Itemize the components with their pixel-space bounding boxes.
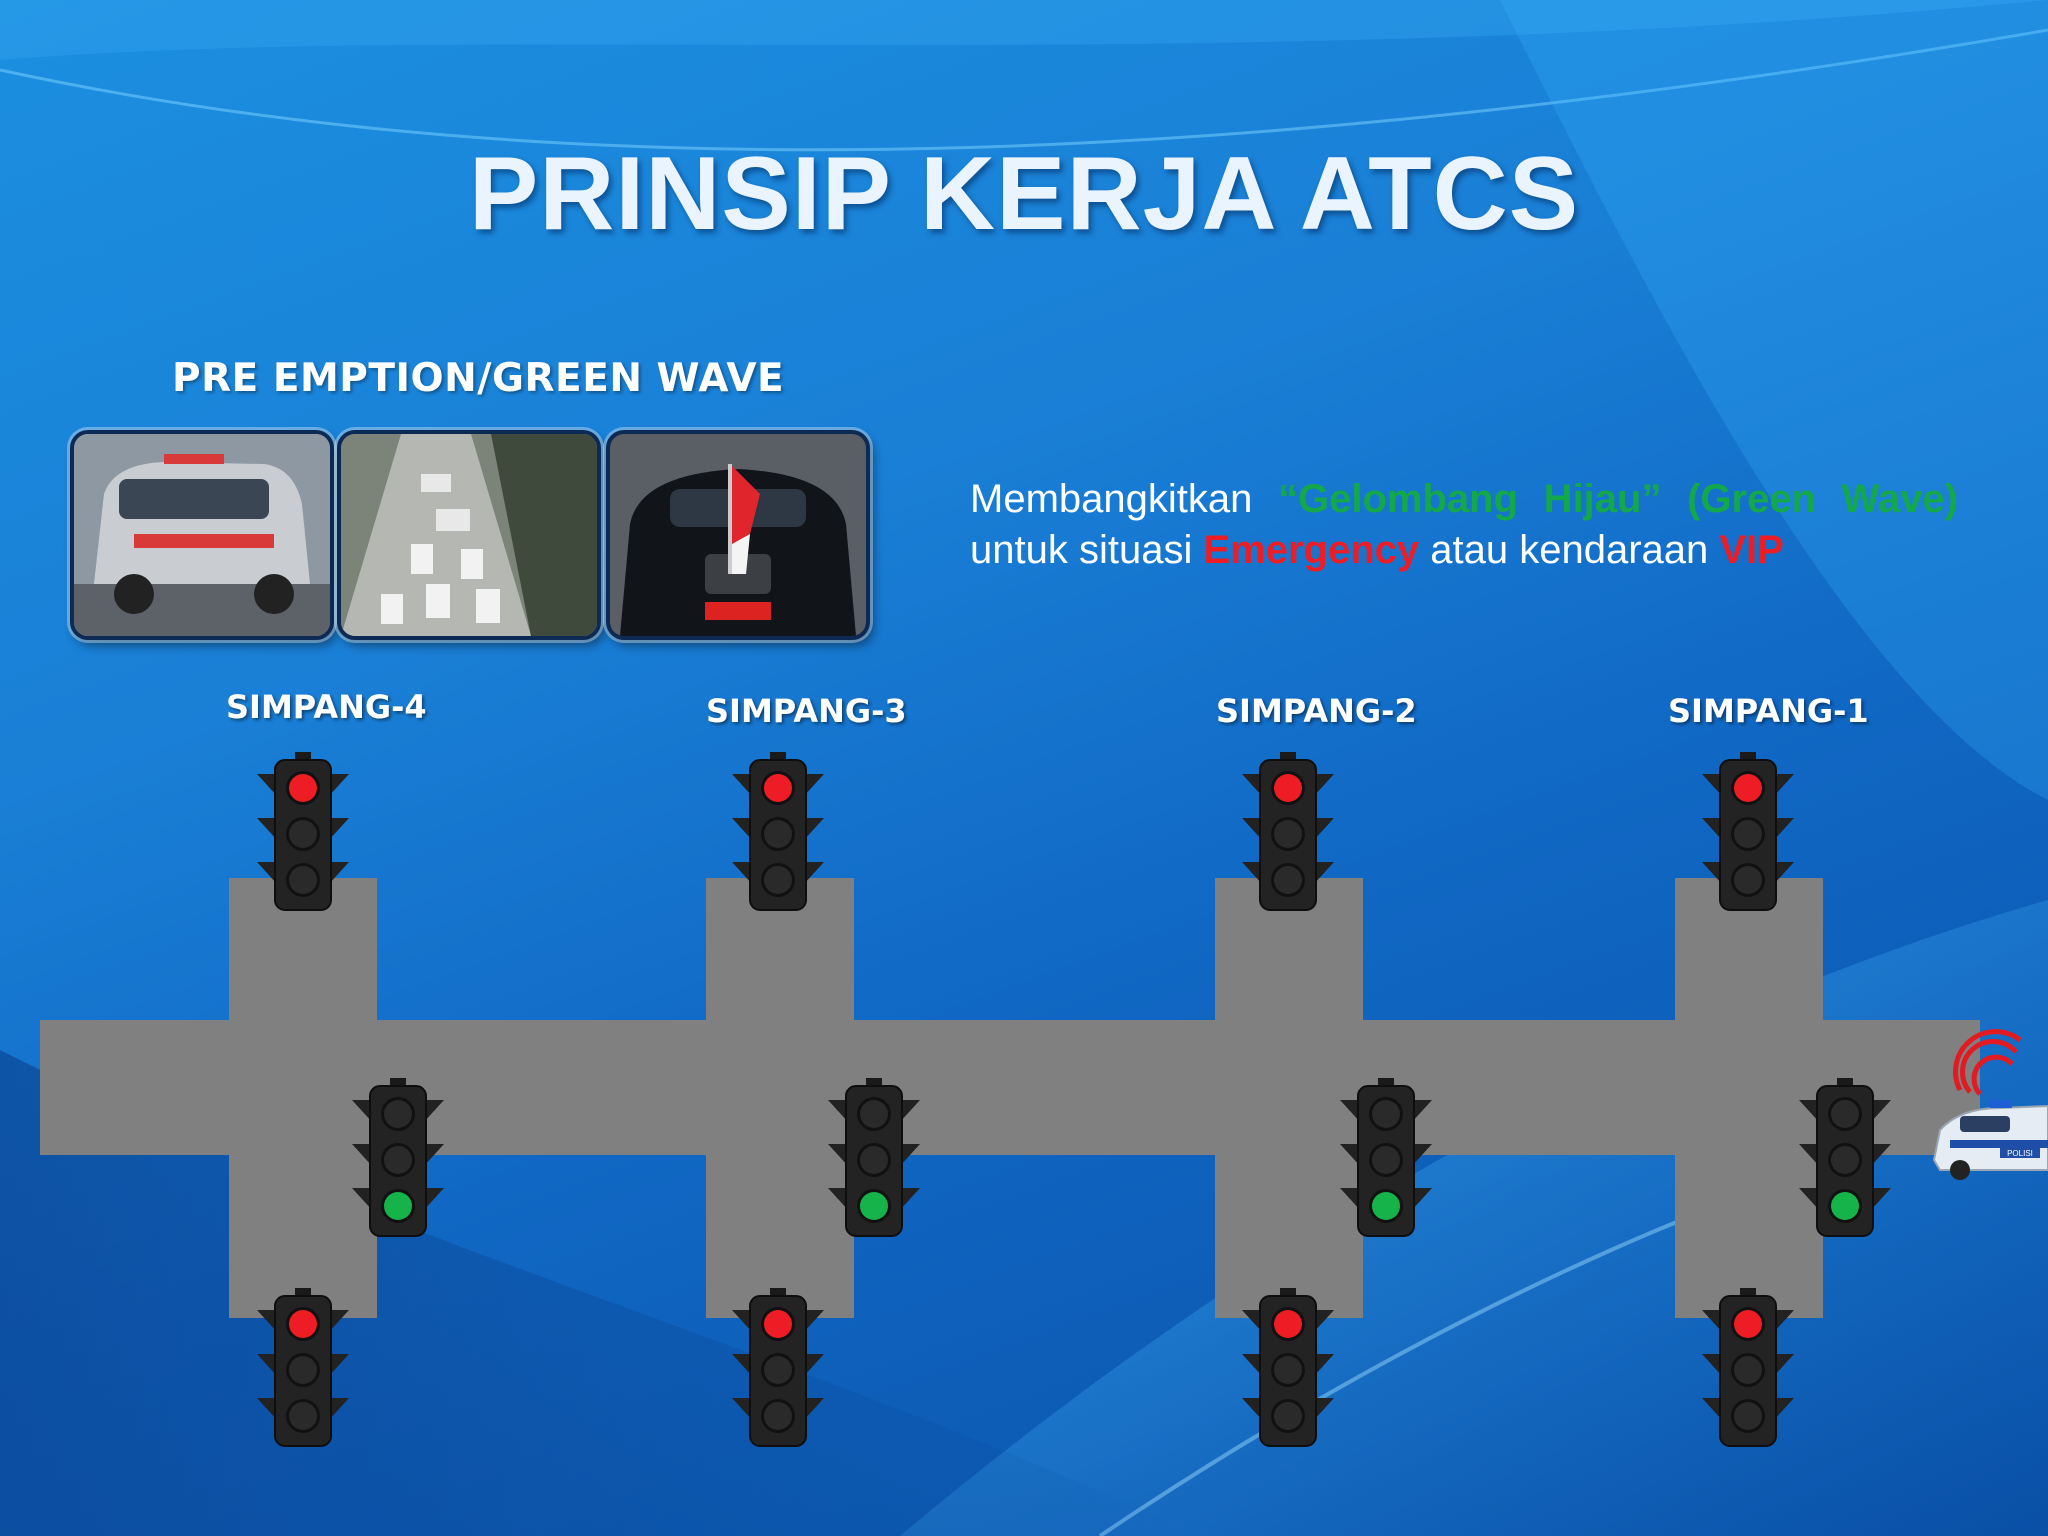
off-lamp	[384, 1100, 412, 1128]
traffic-light-top	[1702, 752, 1794, 911]
traffic-light-top	[732, 752, 824, 911]
intersection-label: SIMPANG-1	[1668, 692, 1869, 730]
description-emergency: Emergency	[1203, 528, 1420, 572]
red-lamp	[764, 1310, 792, 1338]
intersection-label: SIMPANG-3	[706, 692, 907, 730]
off-lamp	[1274, 820, 1302, 848]
cross-road-simpang-3	[706, 878, 854, 1318]
cross-road-simpang-4	[229, 878, 377, 1318]
off-lamp	[1734, 1402, 1762, 1430]
red-lamp	[289, 1310, 317, 1338]
off-lamp	[1734, 866, 1762, 894]
off-lamp	[1831, 1100, 1859, 1128]
off-lamp	[1274, 866, 1302, 894]
off-lamp	[384, 1146, 412, 1174]
off-lamp	[1734, 1356, 1762, 1384]
description-vip: VIP	[1719, 528, 1784, 572]
traffic-light-main	[1340, 1078, 1432, 1237]
vip-car-photo	[606, 430, 870, 640]
red-lamp	[1274, 774, 1302, 802]
cross-road-simpang-2	[1215, 878, 1363, 1318]
description-part3: atau kendaraan	[1419, 528, 1720, 572]
police-badge-text: POLISI	[2007, 1149, 2033, 1158]
red-lamp	[1274, 1310, 1302, 1338]
red-lamp	[1734, 1310, 1762, 1338]
off-lamp	[860, 1100, 888, 1128]
intersection-label: SIMPANG-2	[1216, 692, 1417, 730]
off-lamp	[289, 866, 317, 894]
traffic-light-bottom	[1242, 1288, 1334, 1447]
traffic-light-bottom	[1702, 1288, 1794, 1447]
off-lamp	[289, 820, 317, 848]
description-green-wave: “Gelombang Hijau” (Green Wave)	[1278, 477, 1959, 521]
off-lamp	[764, 820, 792, 848]
off-lamp	[1372, 1146, 1400, 1174]
off-lamp	[1831, 1146, 1859, 1174]
intersection-label: SIMPANG-4	[226, 688, 427, 726]
slide-title: PRINSIP KERJA ATCS	[468, 136, 1580, 252]
description-part1: Membangkitkan	[970, 477, 1279, 521]
red-lamp	[289, 774, 317, 802]
off-lamp	[764, 866, 792, 894]
motorcade-photo	[337, 430, 601, 640]
green-lamp	[384, 1192, 412, 1220]
traffic-light-top	[1242, 752, 1334, 911]
traffic-light-main	[352, 1078, 444, 1237]
traffic-light-bottom	[732, 1288, 824, 1447]
off-lamp	[1274, 1402, 1302, 1430]
off-lamp	[764, 1356, 792, 1384]
traffic-light-main	[1799, 1078, 1891, 1237]
off-lamp	[289, 1402, 317, 1430]
section-subtitle: PRE EMPTION/GREEN WAVE	[172, 356, 785, 401]
off-lamp	[1274, 1356, 1302, 1384]
red-lamp	[764, 774, 792, 802]
police-car-icon: POLISI	[1932, 1029, 2048, 1180]
green-lamp	[1372, 1192, 1400, 1220]
red-lamp	[1734, 774, 1762, 802]
green-lamp	[1831, 1192, 1859, 1220]
cross-road-simpang-1	[1675, 878, 1823, 1318]
off-lamp	[860, 1146, 888, 1174]
off-lamp	[1372, 1100, 1400, 1128]
traffic-light-bottom	[257, 1288, 349, 1447]
green-lamp	[860, 1192, 888, 1220]
description-text: Membangkitkan “Gelombang Hijau” (Green W…	[970, 474, 1958, 576]
off-lamp	[764, 1402, 792, 1430]
traffic-light-top	[257, 752, 349, 911]
off-lamp	[289, 1356, 317, 1384]
ambulance-photo	[70, 430, 334, 640]
traffic-light-main	[828, 1078, 920, 1237]
off-lamp	[1734, 820, 1762, 848]
description-part2: untuk situasi	[970, 528, 1204, 572]
